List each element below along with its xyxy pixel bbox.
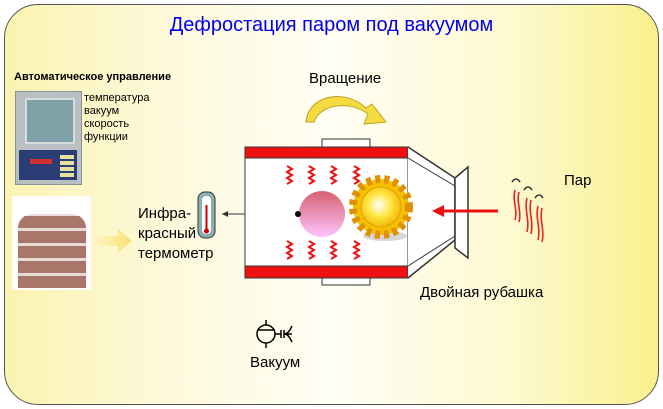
jacket-label: Двойная рубашка xyxy=(420,284,544,301)
thermometer-icon xyxy=(197,191,216,239)
heat-waves xyxy=(285,165,361,260)
label-line: Инфра- xyxy=(138,205,192,222)
label-line: термометр xyxy=(138,245,214,262)
control-item: вакуум xyxy=(84,105,120,117)
steam-label: Пар xyxy=(564,172,592,189)
control-heading: Автоматическое управление xyxy=(14,71,172,83)
control-item: функции xyxy=(84,131,128,143)
rotation-arrow-icon xyxy=(305,96,387,125)
diagram-title: Дефростация паром под вакуумом xyxy=(169,14,494,36)
jacket-top xyxy=(244,146,409,159)
label-line: красный xyxy=(138,225,197,242)
jacket-bottom xyxy=(244,265,409,279)
control-item: температура xyxy=(84,92,150,104)
frozen-meat-image xyxy=(12,196,91,290)
rotation-label: Вращение xyxy=(309,70,382,87)
sun-icon xyxy=(349,175,413,239)
vacuum-label: Вакуум xyxy=(250,354,301,371)
vacuum-pump-icon xyxy=(256,320,293,348)
control-panel-image xyxy=(15,91,82,185)
control-items: температура вакуум скорость функции xyxy=(84,92,149,144)
thermometer-label: Инфра- красный термометр xyxy=(138,204,213,264)
steam-icon xyxy=(511,178,544,243)
product-ball xyxy=(299,191,345,237)
control-item: скорость xyxy=(84,118,130,130)
input-arrow xyxy=(96,229,132,253)
